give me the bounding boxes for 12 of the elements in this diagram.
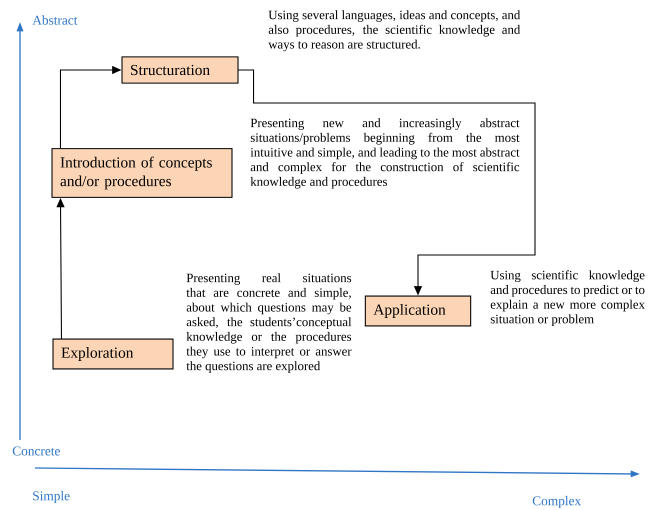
axis-label: Abstract xyxy=(32,15,78,25)
stage-box: Application xyxy=(364,296,472,326)
description-text: Using several languages, ideas and concepts, and also procedures, the scientific knowledge and ways to reason are structured. xyxy=(268,10,520,52)
stage-box: Structuration xyxy=(121,56,239,84)
description-text: Presenting real situations that are concrete and simple, about which questions may be asked, the students’conceptual knowledge or the procedures they use to interpret or answer the questions are explored xyxy=(186,273,352,373)
description-text: Presenting new and increasingly abstract situations/problems beginning from the most intuitive and simple, and leading to the most abstract and complex for the construction of scientific knowledge and procedures xyxy=(250,118,520,189)
stage-box: Exploration xyxy=(52,338,174,370)
stage-box: Introduction of concepts and/or procedures xyxy=(51,148,233,198)
axis-label: Complex xyxy=(532,496,581,508)
axis-label: Concrete xyxy=(12,446,60,456)
axis-label: Simple xyxy=(33,490,70,504)
description-text: Using scientific knowledge and procedures to predict or to explain a new more complex situation or problem xyxy=(490,270,645,326)
